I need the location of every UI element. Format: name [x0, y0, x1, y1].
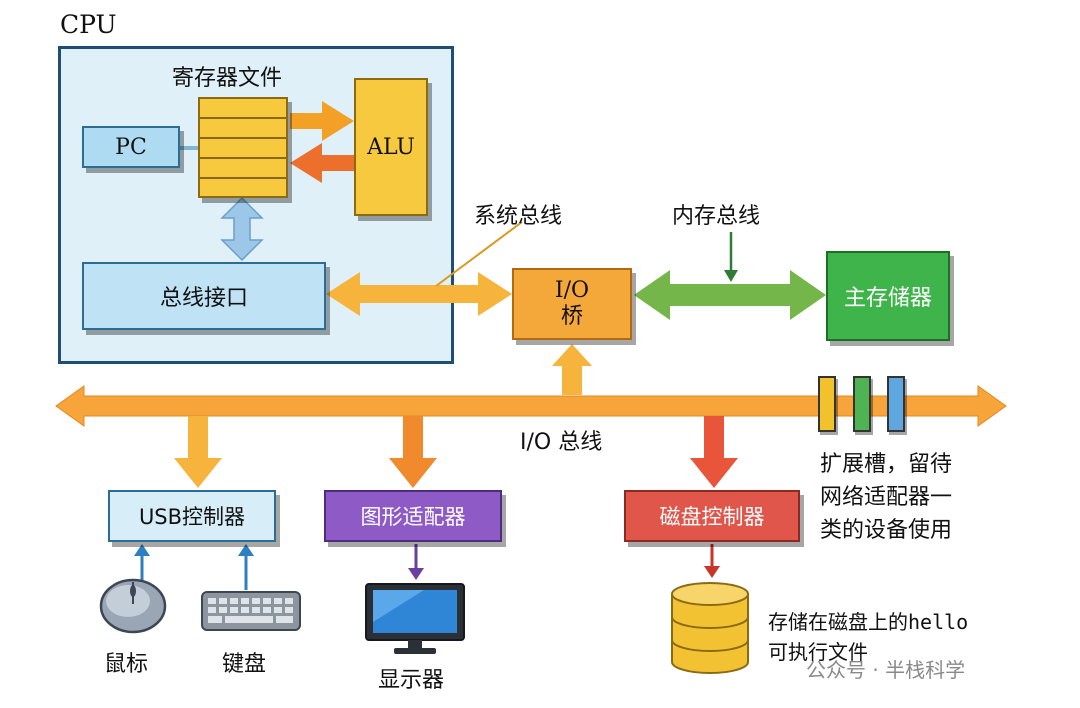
io-bridge-label-line2: 桥 — [560, 304, 583, 329]
bus-to-usb-arrow — [174, 416, 222, 488]
disk-icon — [671, 582, 749, 674]
io-bus-arrow — [55, 385, 1007, 427]
disk-controller-box: 磁盘控制器 — [624, 490, 800, 542]
register-file-label: 寄存器文件 — [172, 66, 283, 91]
io-bridge-box: I/O 桥 — [512, 268, 632, 340]
register-to-alu-arrow — [290, 101, 354, 141]
cpu-title: CPU — [60, 10, 117, 39]
display-label: 显示器 — [378, 668, 445, 693]
keyboard-icon — [201, 591, 301, 631]
monitor-icon — [365, 583, 465, 654]
register-file — [198, 97, 288, 198]
bus-to-graphics-arrow — [389, 416, 437, 488]
register-bus-interface-arrow — [220, 196, 264, 262]
expansion-slot-blue — [887, 376, 905, 432]
system-bus-label: 系统总线 — [474, 204, 563, 229]
mouse-icon — [99, 578, 167, 634]
expansion-slots-line3: 类的设备使用 — [820, 518, 953, 543]
usb-controller-box: USB控制器 — [108, 490, 276, 542]
alu-box: ALU — [354, 78, 428, 216]
io-bridge-label-line1: I/O — [554, 278, 590, 303]
system-bus-arrow — [326, 272, 512, 316]
expansion-slots-line1: 扩展槽，留待 — [820, 452, 953, 477]
keyboard-label: 键盘 — [222, 652, 267, 677]
main-memory-box: 主存储器 — [826, 251, 950, 341]
disk-label-line2: 可执行文件 — [768, 640, 868, 664]
pc-box: PC — [82, 126, 180, 168]
bus-interface-box: 总线接口 — [82, 262, 326, 330]
graphics-adapter-box: 图形适配器 — [324, 490, 502, 542]
disk-label-line1: 存储在磁盘上的hello — [768, 610, 969, 634]
watermark-text: 公众号 · 半栈科学 — [806, 658, 966, 682]
expansion-slots-line2: 网络适配器一 — [820, 485, 953, 510]
memory-bus-arrow — [634, 270, 826, 320]
io-bridge-to-bus-arrow — [552, 344, 592, 395]
io-bus-label: I/O 总线 — [520, 430, 603, 455]
memory-bus-label: 内存总线 — [672, 204, 761, 229]
bus-to-disk-controller-arrow — [690, 416, 738, 488]
expansion-slot-green — [853, 376, 871, 432]
mouse-label: 鼠标 — [104, 652, 149, 677]
alu-to-register-arrow — [290, 143, 354, 183]
expansion-slot-yellow — [818, 376, 836, 432]
system-bus-leader — [435, 221, 523, 287]
